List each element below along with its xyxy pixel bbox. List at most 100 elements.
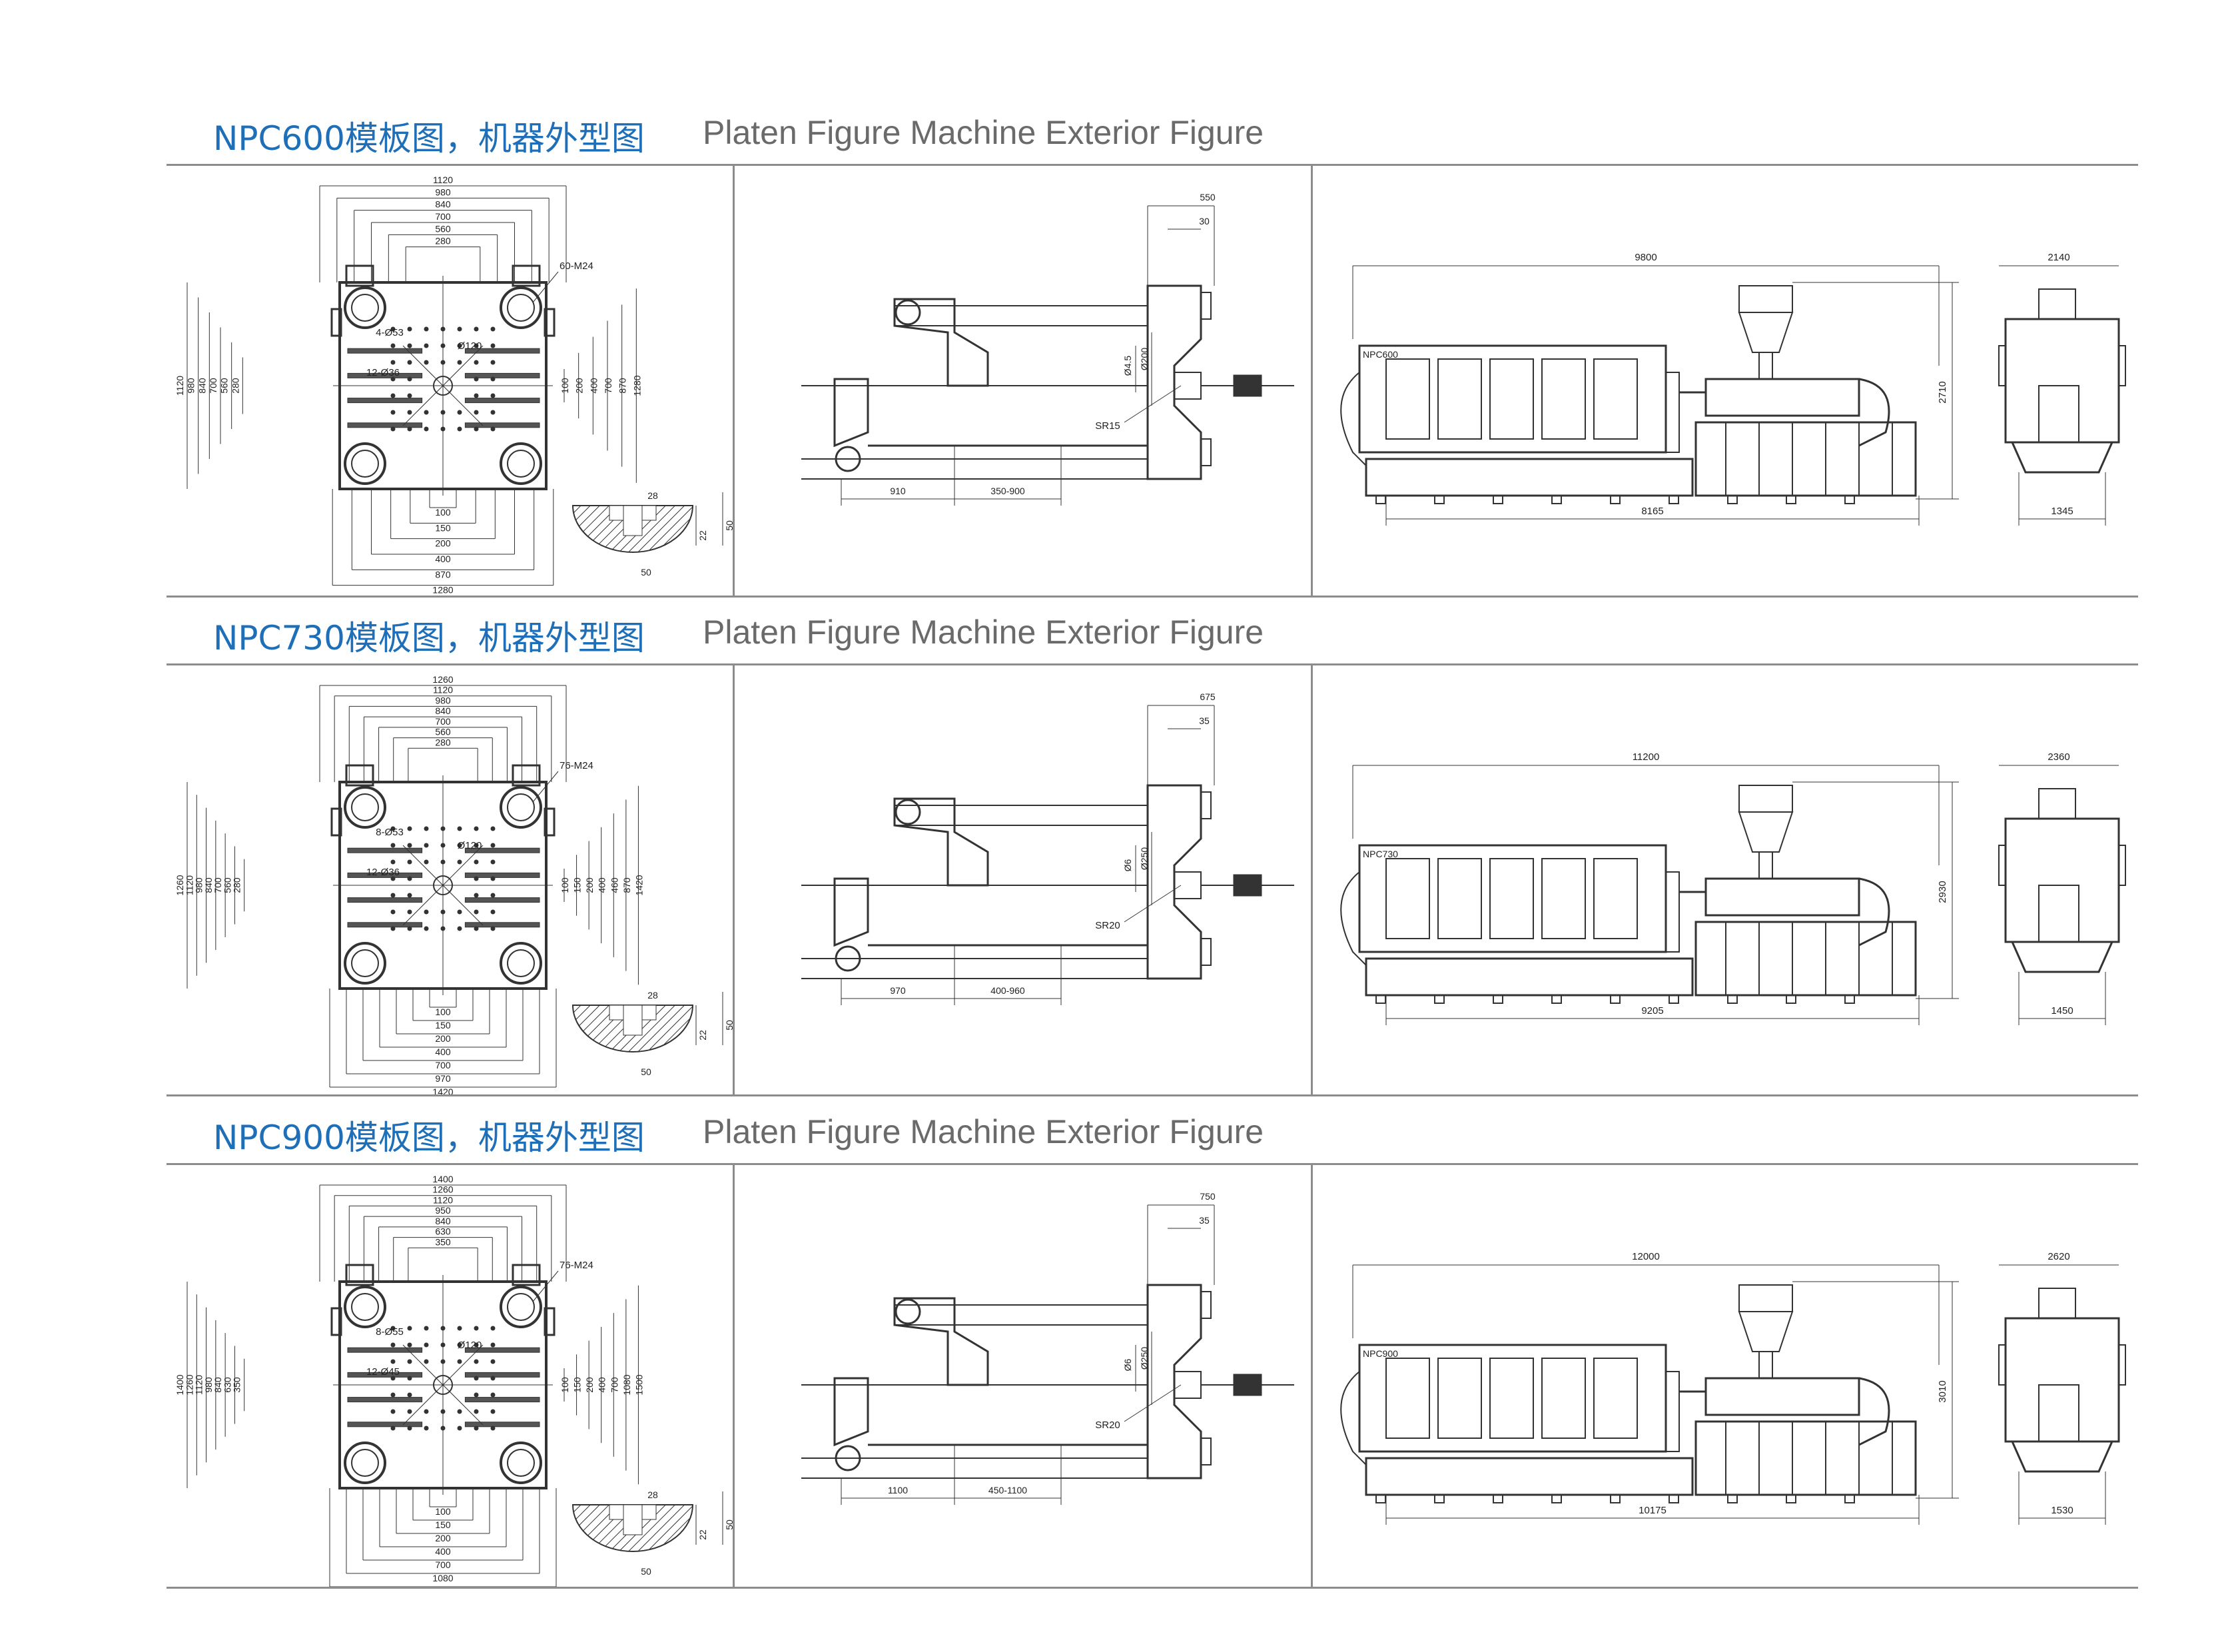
screw-hole [490, 426, 496, 432]
screw-hole [424, 343, 429, 348]
guard-window [1437, 858, 1482, 939]
screw-hole [490, 859, 496, 865]
platen-edge [1665, 372, 1680, 453]
dimension-label: 150 [435, 522, 451, 533]
screw-hole [490, 410, 496, 415]
screw-hole [424, 1359, 429, 1364]
tslot [347, 1372, 423, 1378]
model-label: NPC900 [1363, 1348, 1398, 1359]
dimension-label: 30 [1199, 216, 1210, 226]
dimension-label: 840 [212, 1377, 223, 1393]
section-title-en: Platen Figure Machine Exterior Figure [703, 614, 1264, 651]
dimension-label: 22 [697, 1529, 708, 1540]
dimension-label: 2620 [2048, 1251, 2069, 1262]
dimension-label: 400 [588, 378, 599, 394]
dimension-label: 675 [1200, 691, 1216, 702]
panel-divider [1311, 164, 1313, 596]
dimension-label: 100 [435, 1506, 451, 1517]
platen-edge [1665, 871, 1680, 953]
tslot [464, 847, 540, 853]
dimension-label: 840 [435, 1216, 451, 1226]
dimension-label: 1530 [2051, 1505, 2073, 1516]
tslot [347, 922, 423, 928]
end-view-base [2010, 941, 2114, 973]
screw-hole [407, 909, 412, 915]
screw-hole [390, 360, 396, 365]
screw-hole [474, 1392, 479, 1398]
dimension-label: 870 [617, 378, 628, 394]
screw-label: 76-M24 [559, 1260, 593, 1271]
guard-window [1385, 358, 1430, 440]
screw-hole [474, 843, 479, 848]
screw-hole [407, 1342, 412, 1348]
platen-boss [1200, 1291, 1212, 1319]
hole-label: 8-Ø53 [376, 827, 404, 838]
dimension-label: 700 [435, 1060, 451, 1070]
leveling-foot [1844, 495, 1855, 504]
screw-hole [407, 826, 412, 831]
screw-hole [424, 360, 429, 365]
panel-divider [1311, 663, 1313, 1094]
dimension-label: 350-900 [990, 486, 1025, 496]
dimension-label: 35 [1199, 715, 1210, 726]
dimension-label: 280 [435, 737, 451, 747]
dimension-label: 1120 [184, 875, 194, 895]
dimension-label: 1260 [184, 1374, 194, 1395]
dimension-label: 100 [435, 1007, 451, 1017]
dimension-label: 200 [584, 877, 595, 893]
leveling-foot [1551, 995, 1562, 1004]
screw-hole [457, 1409, 462, 1414]
end-view-boss [1998, 845, 2006, 886]
end-view-boss [2118, 845, 2126, 886]
leveling-foot [1610, 495, 1621, 504]
screw-hole [407, 1409, 412, 1414]
screw-hole [474, 826, 479, 831]
dimension-label: 100 [435, 507, 451, 518]
tie-bar-hole [500, 942, 542, 985]
screw-hole [474, 1359, 479, 1364]
screw-hole [390, 393, 396, 398]
dimension-label: 950 [435, 1205, 451, 1216]
tie-bar-hole-inner [507, 294, 535, 322]
screw-hole [407, 426, 412, 432]
leveling-foot [1786, 995, 1796, 1004]
screw-hole [424, 1342, 429, 1348]
section-title-cn: NPC600模板图，机器外型图 [213, 119, 645, 158]
platen-boss [1200, 1438, 1212, 1465]
dimension-label: 700 [435, 211, 451, 222]
dimension-label: Ø250 [1139, 847, 1150, 870]
injection-barrel-housing [1704, 1377, 1860, 1416]
leader-line [532, 1270, 559, 1302]
leveling-foot [1669, 495, 1679, 504]
end-view-hopper [2038, 288, 2076, 320]
platen-boss [1200, 938, 1212, 966]
screw-hole [407, 926, 412, 931]
platen-figure: 76-M248-Ø5312-Ø36Ø1201260112098084070056… [175, 674, 644, 1097]
dimension-label: 50 [641, 1566, 651, 1577]
screw-hole [457, 410, 462, 415]
clamping-unit-housing [1358, 844, 1667, 953]
dimension-label: 560 [219, 378, 230, 394]
screw-hole [424, 326, 429, 332]
dimension-label: 840 [203, 877, 214, 893]
leveling-foot [1669, 1494, 1679, 1503]
dimension-label: 980 [435, 695, 451, 705]
screw-hole [474, 1426, 479, 1431]
dimension-label: Ø6 [1122, 859, 1133, 871]
nozzle-tip [1233, 1374, 1262, 1396]
dimension-label: 150 [572, 877, 583, 893]
section-top-rule [167, 164, 2138, 166]
screw-hole [490, 393, 496, 398]
dimension-label: 1450 [2051, 1005, 2073, 1017]
screw-hole [424, 859, 429, 865]
guard-window [1541, 858, 1586, 939]
dimension-label: 35 [1199, 1215, 1210, 1226]
leveling-foot [1375, 495, 1386, 504]
screw-hole [407, 1392, 412, 1398]
